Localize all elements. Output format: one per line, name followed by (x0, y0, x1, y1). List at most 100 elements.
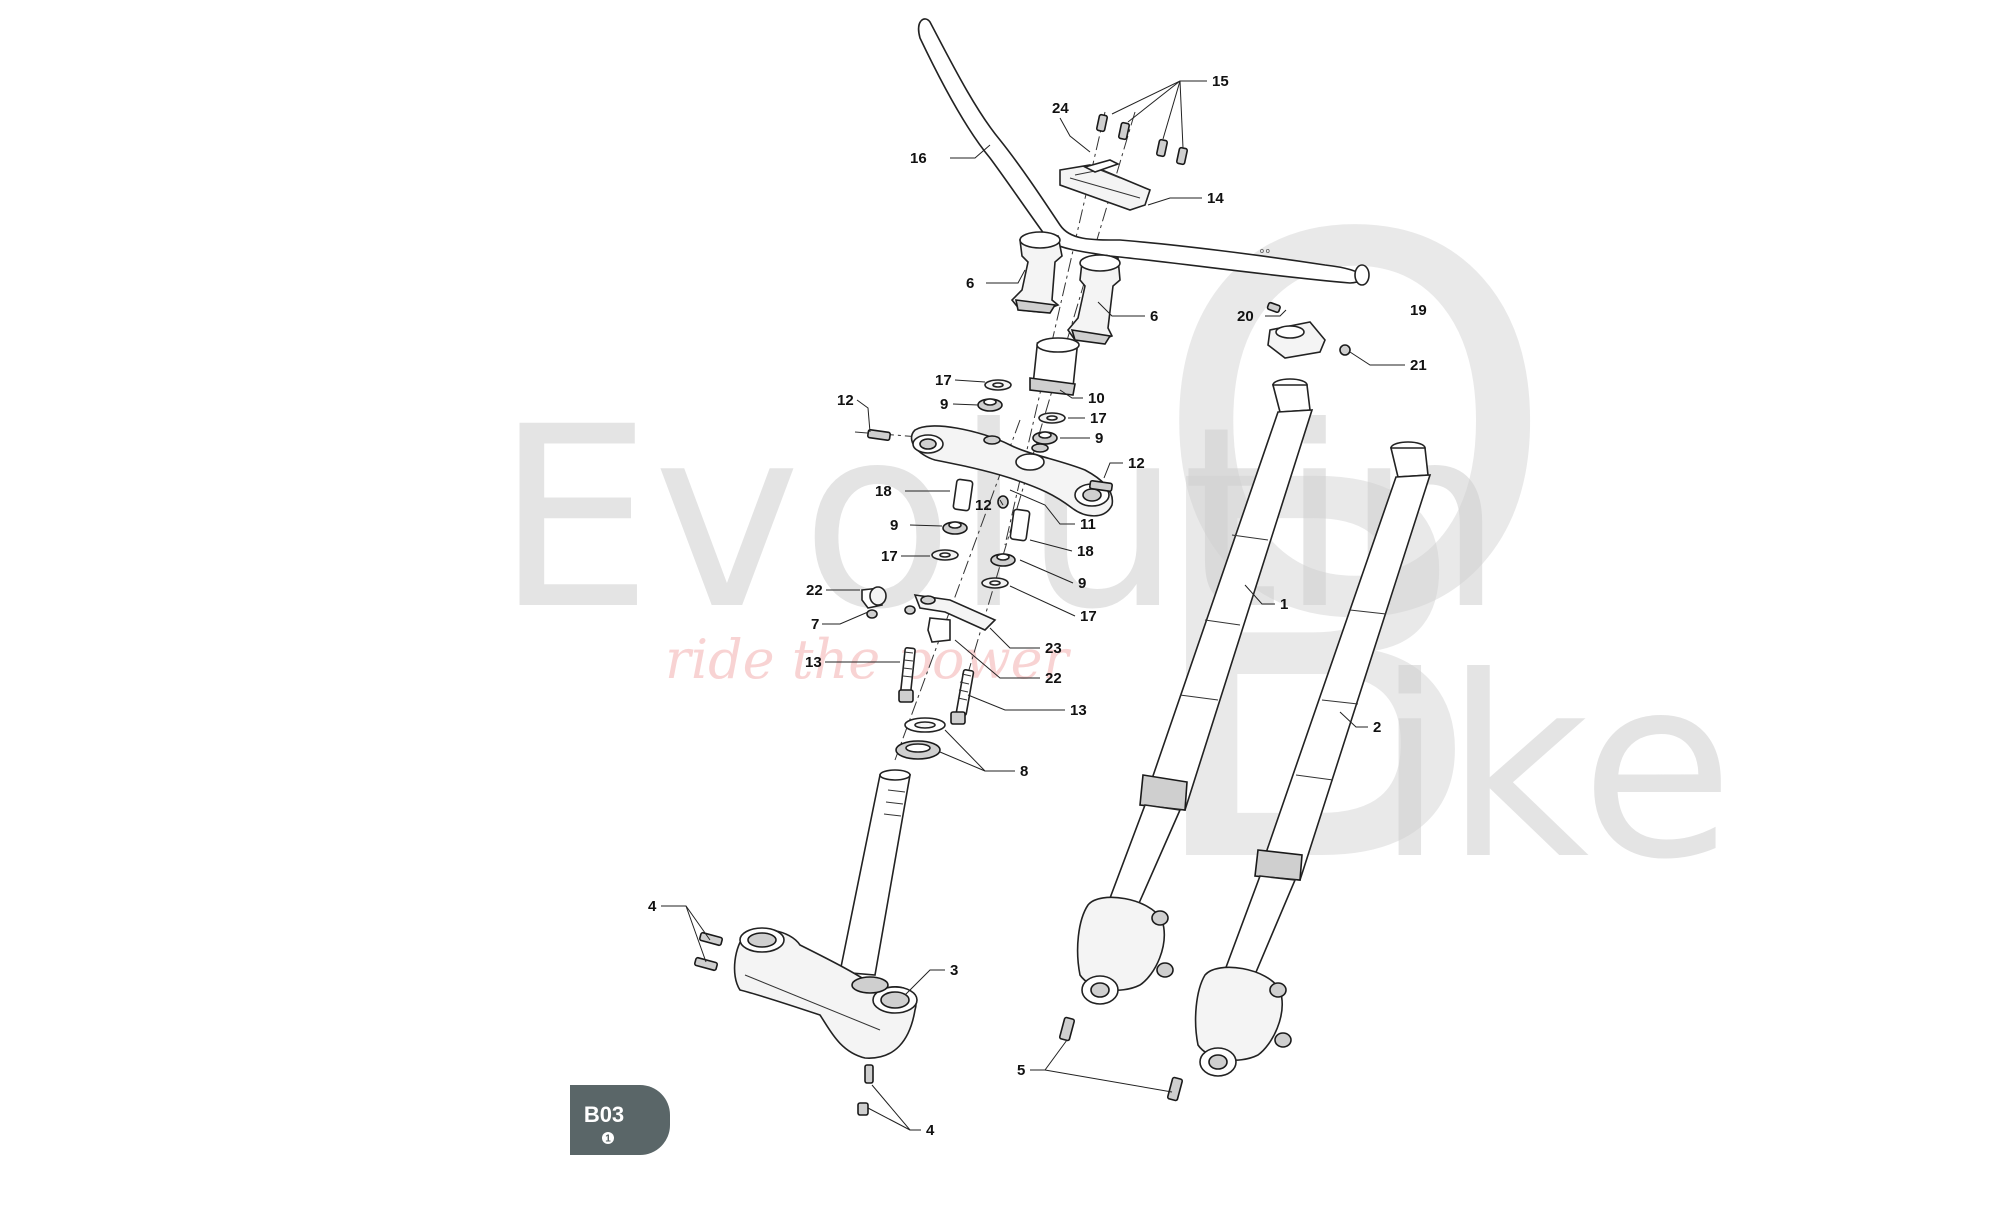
bushing-9-lower-right (990, 553, 1016, 567)
callout-23: 23 (1045, 640, 1062, 657)
callout-6-left: 6 (966, 275, 974, 292)
badge-code: B03 (584, 1102, 624, 1127)
damper-bracket-19 (1267, 321, 1326, 359)
bolt-15-d (1175, 146, 1189, 166)
bracket-23 (913, 594, 997, 631)
callout-9-b: 9 (1095, 430, 1103, 447)
riser-left (1010, 231, 1063, 314)
callout-9-d: 9 (1078, 575, 1086, 592)
callout-22-a: 22 (806, 582, 823, 599)
leader-lines (661, 80, 1405, 1131)
handlebar-top-clamp (1059, 159, 1151, 211)
watermark: Evoluti O n B ike ride the power (495, 127, 1734, 978)
callout-10: 10 (1088, 390, 1105, 407)
callout-17-a: 17 (935, 372, 952, 389)
watermark-tagline: ride the power (665, 628, 1072, 691)
watermark-word-1: Evoluti (495, 373, 1349, 664)
callout-17-b: 17 (1090, 410, 1107, 427)
clamp-bolts (1095, 113, 1189, 166)
callout-15: 15 (1212, 73, 1229, 90)
fork-leg-1 (1076, 378, 1314, 1005)
callout-18-a: 18 (875, 483, 892, 500)
bushing-9-upper-right (1032, 431, 1058, 445)
fork-leg-2 (1194, 441, 1432, 1077)
callout-22-b: 22 (1045, 670, 1062, 687)
callout-16: 16 (910, 150, 927, 167)
bushing-9-upper-left (977, 398, 1003, 412)
callout-12-b: 12 (1128, 455, 1145, 472)
bearing-8-lower (895, 740, 941, 760)
section-badge: B03 1 (570, 1085, 670, 1155)
callout-2: 2 (1373, 719, 1381, 736)
callout-21: 21 (1410, 357, 1427, 374)
screw-7 (866, 609, 878, 619)
clamp-badge-plate (1082, 159, 1121, 173)
callout-9-c: 9 (890, 517, 898, 534)
callout-1: 1 (1280, 596, 1288, 613)
clamp-22-left (861, 586, 887, 609)
badge-shape (570, 1085, 670, 1155)
callout-18-b: 18 (1077, 543, 1094, 560)
callout-11: 11 (1080, 516, 1096, 533)
bolt-4-b (693, 956, 719, 972)
callout-20: 20 (1237, 308, 1254, 325)
axis-stem (894, 419, 1021, 761)
callout-24: 24 (1052, 100, 1069, 117)
callout-12-a: 12 (837, 392, 854, 409)
callout-4-b: 4 (926, 1122, 935, 1139)
bolt-15-c (1155, 138, 1169, 158)
callout-13-b: 13 (1070, 702, 1087, 719)
badge-page-circle (602, 1132, 614, 1144)
bolt-13-right (950, 668, 975, 725)
callout-13-a: 13 (805, 654, 822, 671)
callout-19: 19 (1410, 302, 1427, 319)
svg-text:o o: o o (1260, 248, 1270, 255)
callout-14: 14 (1207, 190, 1224, 207)
fork-1-caliper-mount (1076, 896, 1165, 991)
bearing-8-upper (904, 717, 946, 733)
bolt-5-left (1058, 1016, 1076, 1042)
top-yoke (910, 425, 1114, 517)
handlebar-tube (917, 18, 1364, 284)
watermark-word-2: ike (1375, 623, 1734, 914)
callout-3: 3 (950, 962, 958, 979)
bushing-9-lower-left (942, 521, 968, 535)
callouts: 15 24 16 14 6 6 20 19 21 17 10 9 17 12 9… (648, 73, 1427, 1139)
steering-stem-nut (1029, 337, 1080, 396)
steering-stem (839, 769, 911, 976)
bolt-4-d (857, 1102, 869, 1116)
washer-17-upper-right (1038, 412, 1066, 424)
fork-2-caliper-mount (1194, 966, 1283, 1061)
callout-5: 5 (1017, 1062, 1025, 1079)
washer-17-lower-left (931, 549, 959, 561)
bolt-13-left (898, 646, 916, 703)
callout-17-c: 17 (881, 548, 898, 565)
bolt-15-b (1117, 121, 1131, 141)
callout-17-d: 17 (1080, 608, 1097, 625)
nut-21 (1339, 344, 1351, 356)
axis-right (959, 111, 1136, 701)
badge-page: 1 (605, 1134, 611, 1145)
screw-22b (904, 605, 916, 615)
spacer-18-right (1009, 508, 1031, 542)
spacer-18-left (952, 478, 974, 512)
callout-7: 7 (811, 616, 819, 633)
callout-4-a: 4 (648, 898, 657, 915)
bolt-12-right (1089, 479, 1113, 493)
bolt-12-small (997, 495, 1009, 509)
riser-right (1066, 254, 1121, 345)
callout-12-c: 12 (975, 497, 992, 514)
bolt-4-c (864, 1064, 874, 1084)
lower-yoke (733, 927, 918, 1059)
bolt-4-a (698, 931, 724, 947)
handlebar-end (1354, 264, 1370, 286)
bolt-12-left (867, 428, 891, 442)
washer-17-upper-left (984, 379, 1012, 391)
screw-20 (1266, 301, 1281, 314)
callout-6-right: 6 (1150, 308, 1158, 325)
handlebar: o o (917, 18, 1370, 286)
clamp-22-right (927, 617, 951, 643)
bolt-15-a (1095, 113, 1109, 133)
bolt-5-right (1166, 1076, 1184, 1102)
